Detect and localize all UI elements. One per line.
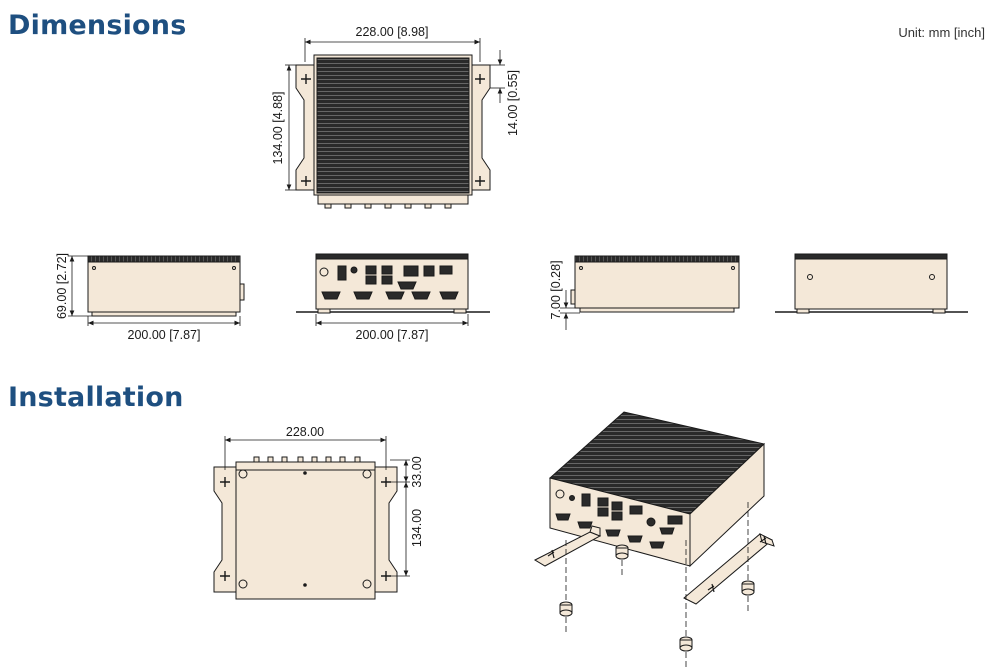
top-height-label: 134.00 [4.88]	[271, 92, 285, 165]
side-view-left	[87, 255, 245, 317]
isometric-installation-view	[533, 411, 775, 668]
side-view-left-dimensions	[68, 255, 241, 326]
dimensions-heading: Dimensions	[8, 10, 187, 41]
installation-width-label: 228.00	[286, 425, 324, 439]
installation-height-label: 134.00	[410, 509, 424, 547]
side-view-right	[570, 255, 740, 313]
side-height-label: 69.00 [2.72]	[55, 253, 69, 319]
top-width-label: 228.00 [8.98]	[356, 25, 429, 39]
top-view	[295, 54, 491, 209]
installation-heading: Installation	[8, 382, 184, 413]
installation-ear-label: 33.00	[410, 456, 424, 487]
front-io-view	[296, 253, 490, 314]
side-depth-label: 200.00 [7.87]	[128, 328, 201, 342]
front-width-label: 200.00 [7.87]	[356, 328, 429, 342]
installation-dimensions	[224, 436, 410, 577]
top-view-dimensions	[285, 38, 505, 191]
unit-note: Unit: mm [inch]	[898, 25, 985, 40]
side-view-right-dimensions	[560, 290, 580, 330]
installation-bottom-view	[213, 456, 398, 600]
side2-foot-label: 7.00 [0.28]	[549, 260, 563, 319]
front-view-dimensions	[315, 314, 469, 326]
rear-view	[775, 253, 968, 314]
top-ear-label: 14.00 [0.55]	[506, 70, 520, 136]
